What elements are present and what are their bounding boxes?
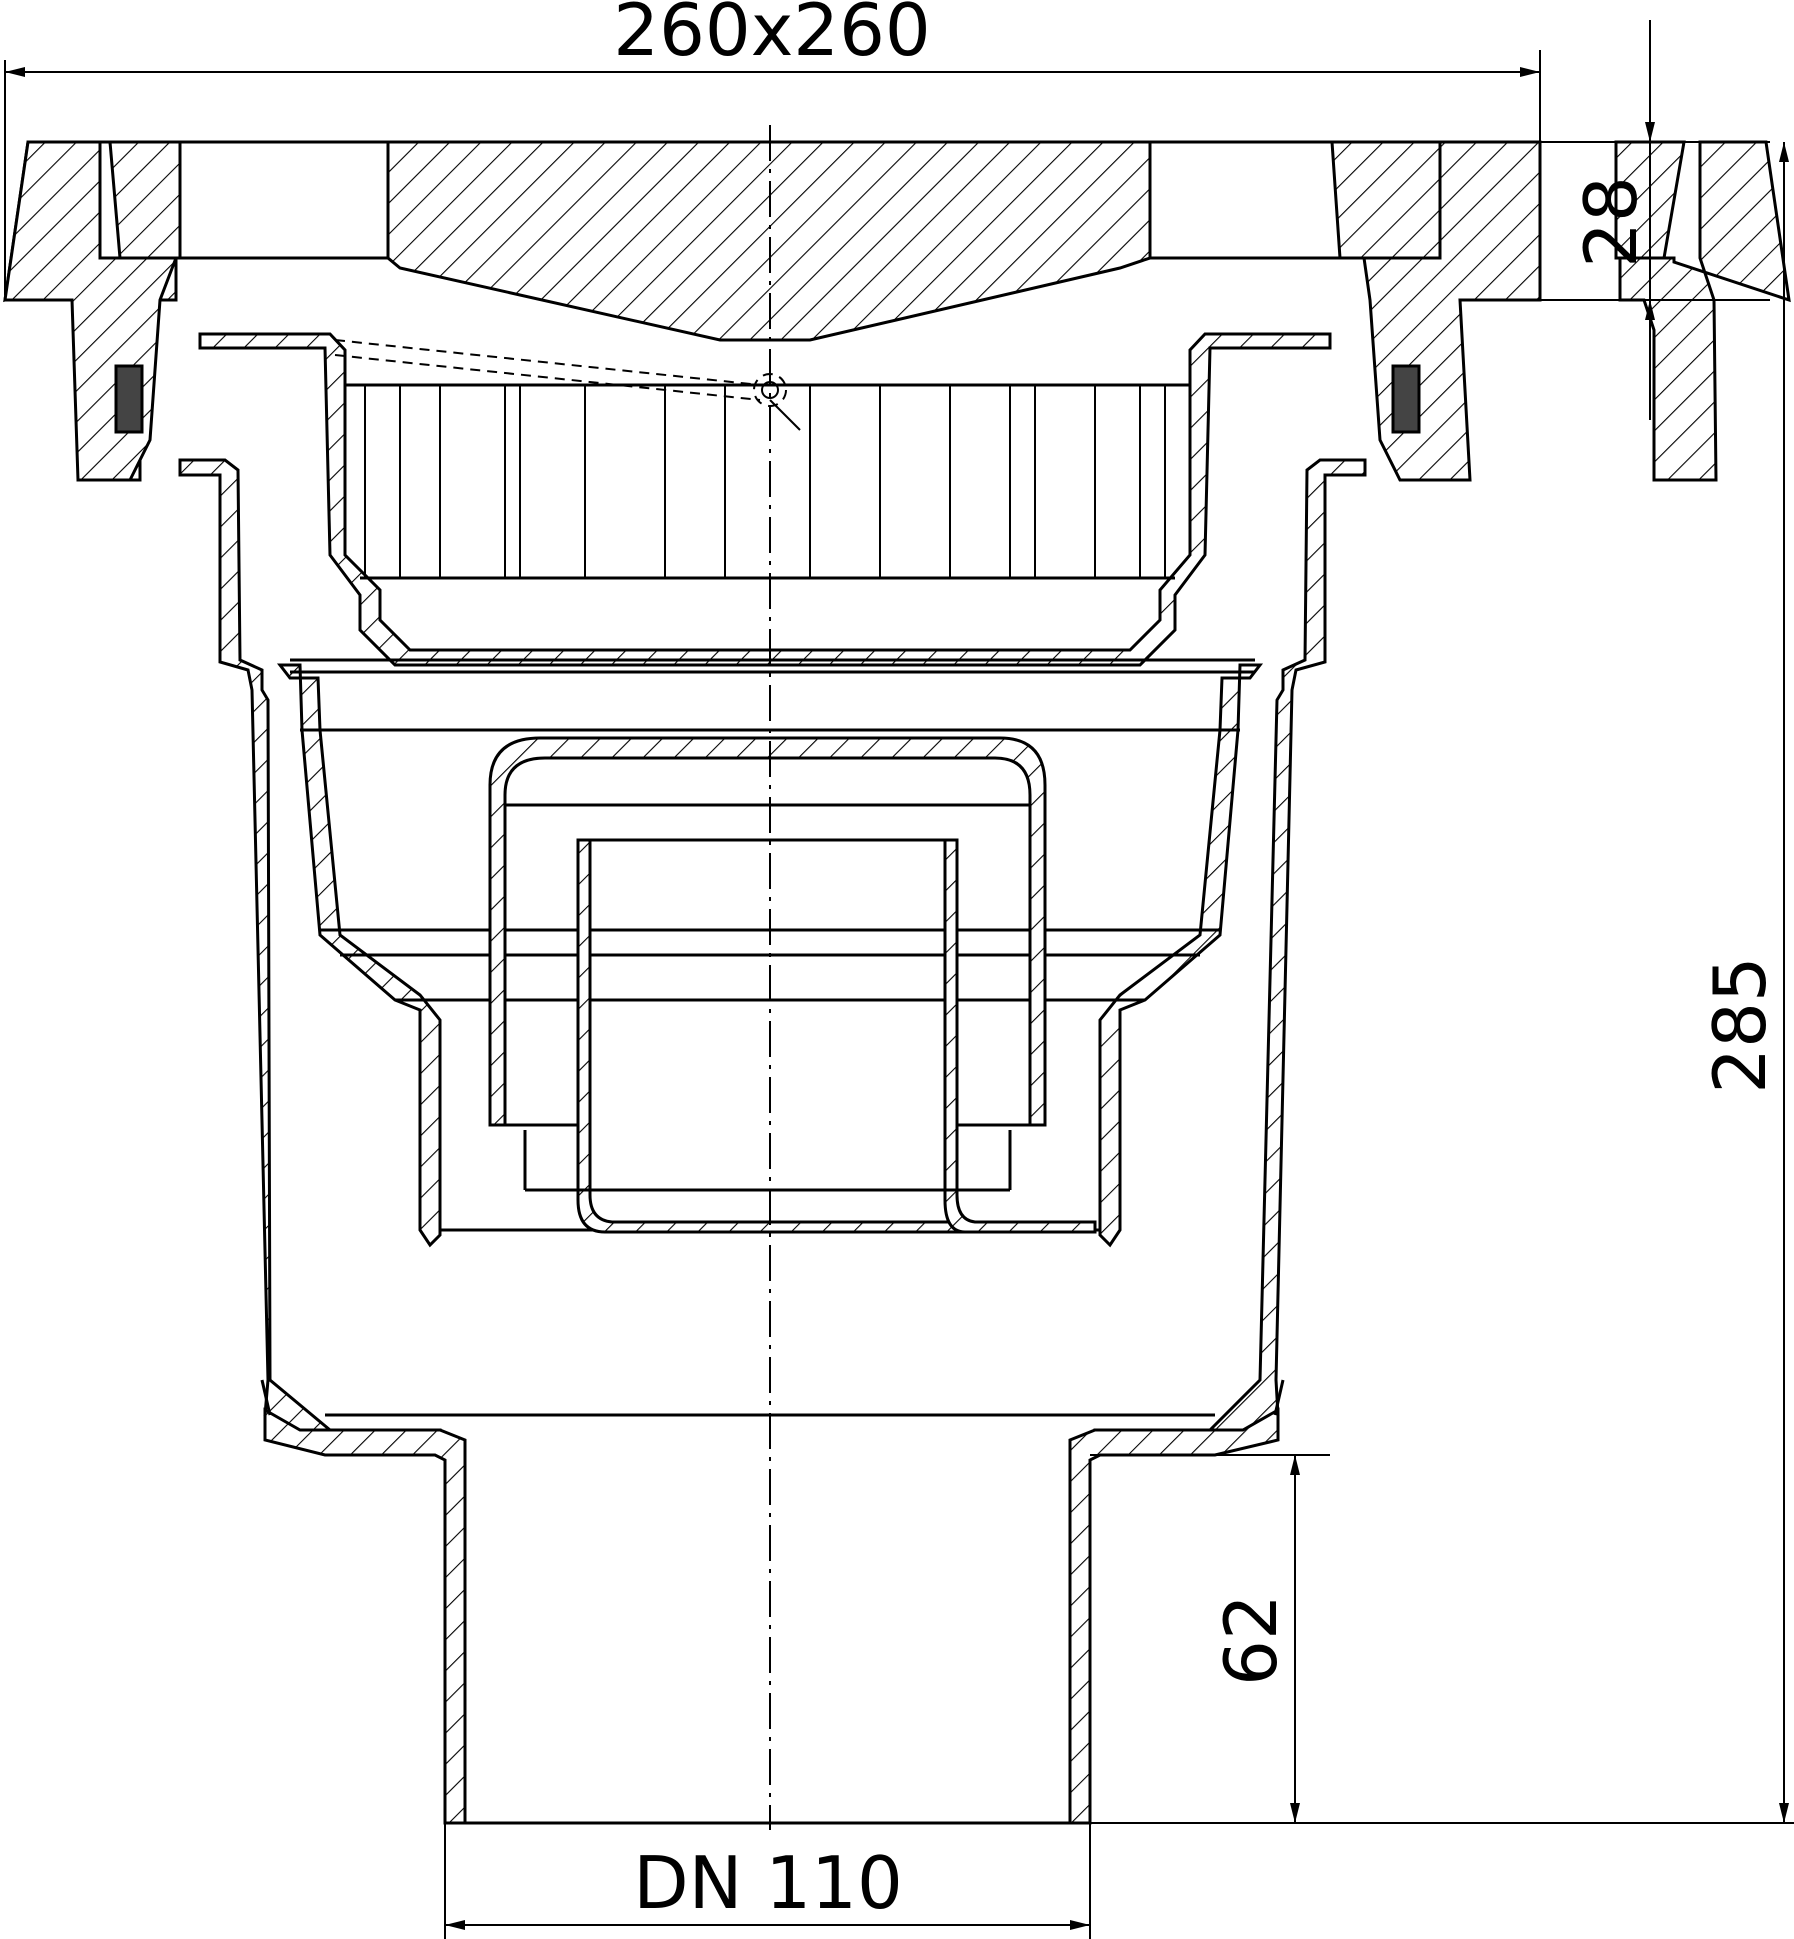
grate (108, 140, 1442, 342)
drain-body (178, 458, 1367, 1447)
dim-spigot-length (1090, 1454, 1330, 1823)
dim-total-height-label: 285 (1698, 956, 1782, 1093)
frame-flange-right (3, 140, 1542, 482)
dim-top-width (4, 50, 1541, 300)
bell-trap (488, 736, 1097, 1234)
dim-frame-height (1540, 20, 1770, 420)
dim-spigot-length-label: 62 (1209, 1594, 1293, 1686)
sediment-bucket (198, 332, 1332, 667)
dim-outlet (444, 1823, 1091, 1939)
dim-total-height (1090, 142, 1794, 1824)
outlet-spigot (260, 1379, 1285, 1825)
dim-frame-height-label: 28 (1569, 176, 1653, 268)
dim-top-width-label: 260x260 (613, 0, 930, 72)
dim-outlet-label: DN 110 (633, 1841, 903, 1925)
